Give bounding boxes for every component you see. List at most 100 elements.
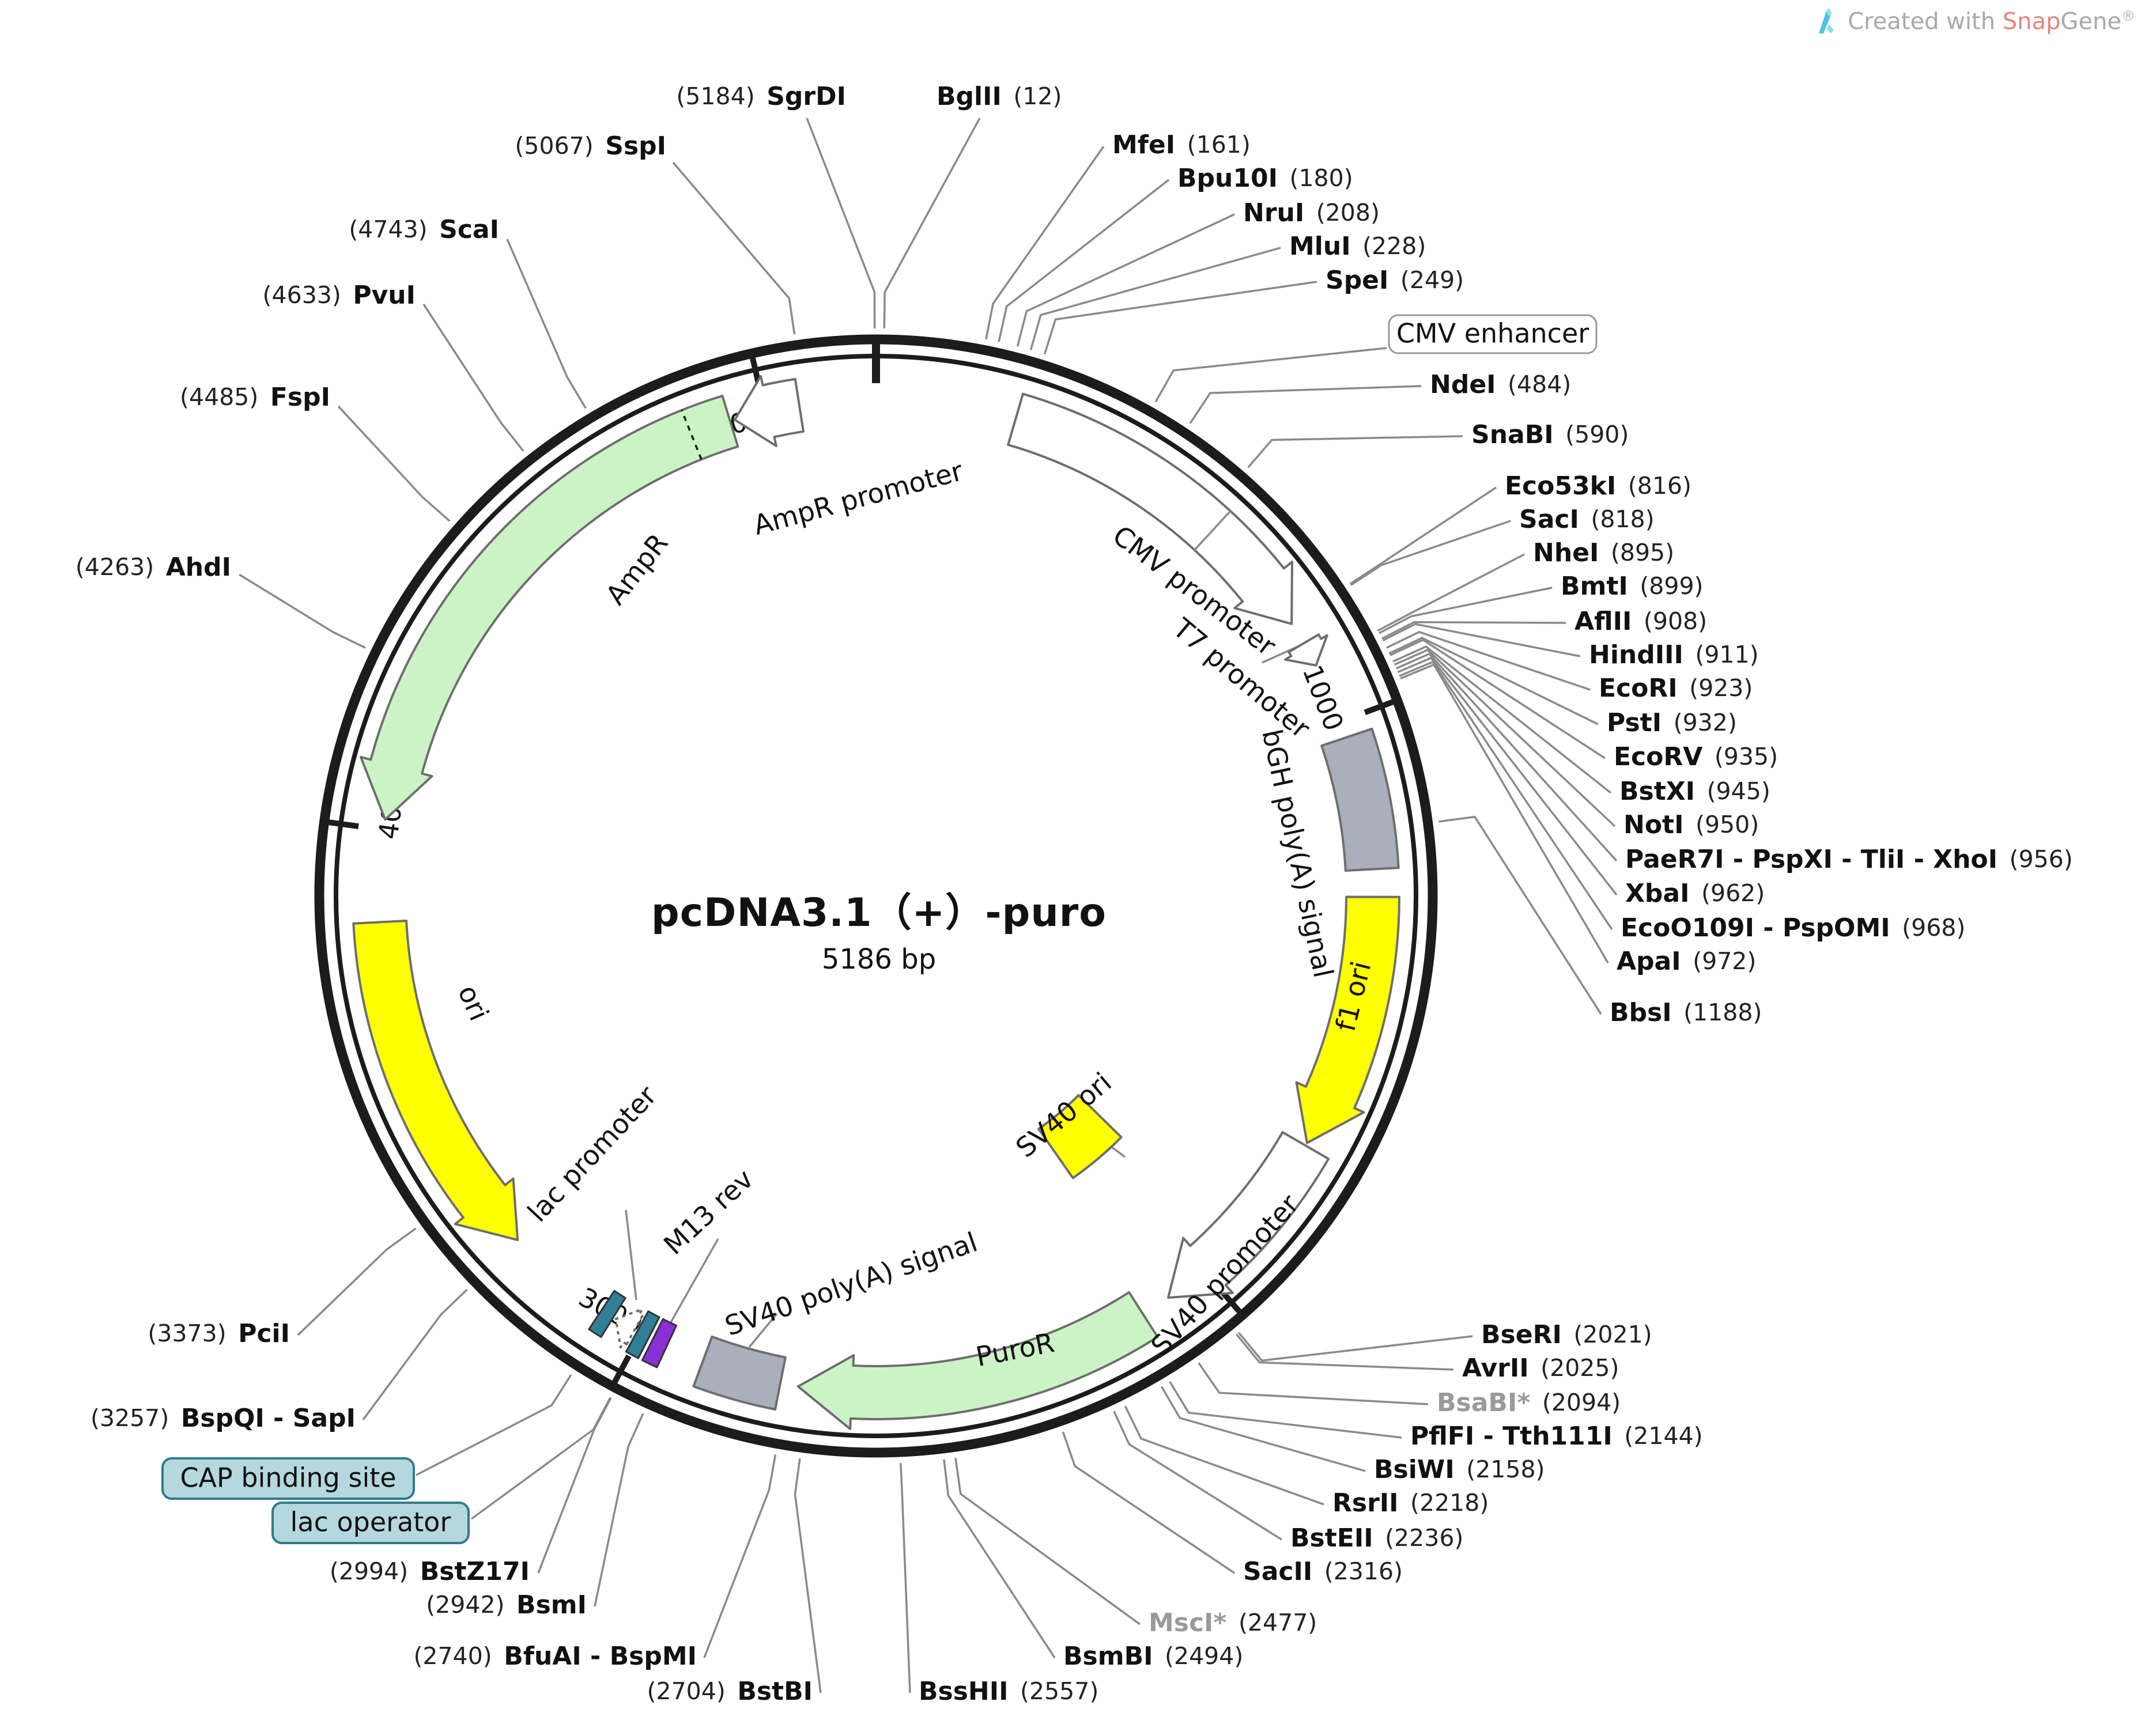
feature-lac-operator: [625, 1310, 660, 1359]
feature-t7-promoter: [1284, 633, 1328, 667]
leader-line-Bpu10I: [998, 179, 1170, 342]
leader-line-BfuAIBspMI: [703, 1454, 777, 1658]
boxed-label-text-lac-operator: lac operator: [290, 1507, 451, 1538]
leader-line-SacI: [1350, 520, 1511, 586]
enzyme-label-MluI: MluI (228): [1289, 232, 1426, 261]
leader-line-BsaBI: [1198, 1362, 1429, 1405]
leader-line-BspQISapI: [362, 1288, 468, 1421]
leader-line-RsrII: [1124, 1405, 1324, 1506]
feature-label-lac-promoter: lac promoter: [522, 1080, 663, 1228]
tick-1000: [1364, 697, 1399, 716]
leader-line-AvrII: [1236, 1333, 1454, 1371]
leader-line-FspI: [337, 405, 451, 522]
feature-label-AmpR-promoter: AmpR promoter: [750, 455, 967, 542]
enzyme-label-MscI: MscI* (2477): [1149, 1608, 1317, 1638]
feature-ampr: [360, 395, 739, 821]
enzyme-label-SpeI: SpeI (249): [1326, 266, 1464, 295]
feature-label-ori: ori: [451, 981, 494, 1026]
enzyme-label-ApaI: ApaI (972): [1617, 947, 1756, 976]
watermark-text: Created with SnapGene®: [1848, 7, 2135, 35]
boxed-label-text-cmv-enhancer: CMV enhancer: [1396, 318, 1589, 349]
enzyme-label-BstXI: BstXI (945): [1619, 777, 1770, 806]
enzyme-label-BstEII: BstEII (2236): [1290, 1523, 1463, 1553]
leader-line-PaeR7IPspXITliIXhoI: [1395, 652, 1618, 862]
feature-bgh-polya: [1320, 727, 1400, 872]
leader-line-BsiWI: [1160, 1386, 1366, 1472]
leader-line-ScaI: [506, 239, 587, 409]
enzyme-label-AhdI: (4263) AhdI: [75, 553, 231, 582]
leader-line-MfeI: [985, 145, 1105, 340]
enzyme-label-AflII: AflII (908): [1574, 607, 1707, 636]
feature-cap-binding-site: [588, 1290, 626, 1338]
leader-line-BstEII: [1113, 1411, 1282, 1541]
leader-line-BmtI: [1379, 587, 1553, 634]
enzyme-label-NdeI: NdeI (484): [1430, 370, 1571, 399]
leader-line-SspI: [672, 161, 796, 335]
leader-line-MluI: [1029, 247, 1281, 350]
leader-line-BglII: [883, 118, 981, 329]
feature-divider-cmv-enhancer-promoter: [1194, 510, 1232, 551]
tick-4000: [323, 819, 359, 830]
enzyme-label-PflFITth111I: PflFI - Tth111I (2144): [1410, 1421, 1703, 1451]
enzyme-label-NruI: NruI (208): [1243, 198, 1380, 228]
leader-line-cap-binding: [416, 1374, 572, 1476]
feature-label-SV40-poly-A-signal: SV40 poly(A) signal: [721, 1226, 981, 1342]
leader-line-NheI: [1377, 553, 1525, 632]
enzyme-label-SnaBI: SnaBI (590): [1471, 420, 1629, 449]
leader-line-ApaI: [1400, 663, 1609, 963]
feature-f1-ori: [1295, 895, 1400, 1144]
enzyme-label-Bpu10I: Bpu10I (180): [1177, 164, 1353, 193]
registered-mark: ®: [2121, 7, 2135, 24]
boxed-label-rect-lac-operator: [271, 1502, 470, 1544]
logo-stroke-tip: [1826, 8, 1833, 16]
brand-gene: Gene: [2060, 8, 2121, 35]
leader-line-BsmBI: [943, 1459, 1056, 1658]
enzyme-label-Eco53kI: Eco53kI (816): [1505, 471, 1691, 501]
leader-line-NruI: [1016, 213, 1235, 347]
feature-ampr-promoter: [733, 375, 805, 447]
annotation-line-2: [748, 1313, 778, 1348]
enzyme-label-BssHII: BssHII (2557): [919, 1677, 1098, 1706]
feature-cmv-enhancer-promoter: [1007, 392, 1293, 625]
enzyme-label-BglII: BglII (12): [937, 82, 1062, 111]
leader-line-AflII: [1381, 621, 1566, 640]
plasmid-title-block: pcDNA3.1（+）-puro 5186 bp: [651, 880, 1107, 976]
enzyme-label-ScaI: (4743) ScaI: [349, 215, 499, 244]
boxed-label-text-cap-binding: CAP binding site: [180, 1462, 396, 1494]
leader-line-BbsI: [1438, 815, 1602, 1015]
annotation-line-3: [667, 1238, 719, 1327]
enzyme-label-EcoRV: EcoRV (935): [1614, 742, 1778, 772]
enzyme-label-BsaBI: BsaBI* (2094): [1437, 1388, 1621, 1417]
enzyme-label-NotI: NotI (950): [1623, 810, 1759, 840]
leader-line-NdeI: [1189, 385, 1422, 424]
boxed-label-rect-cap-binding: [161, 1457, 415, 1500]
enzyme-label-HindIII: HindIII (911): [1589, 640, 1759, 670]
leader-line-PciI: [297, 1227, 417, 1336]
feature-label-M13-rev: M13 rev: [658, 1163, 760, 1261]
enzyme-label-PciI: (3373) PciI: [148, 1319, 290, 1348]
enzyme-label-BspQISapI: (3257) BspQI - SapI: [90, 1404, 356, 1433]
leader-line-PvuI: [422, 304, 524, 452]
enzyme-label-BsmI: (2942) BsmI: [426, 1590, 587, 1620]
enzyme-label-BseRI: BseRI (2021): [1481, 1320, 1652, 1349]
feature-sv40-ori: [1037, 1094, 1123, 1179]
feature-puror: [796, 1291, 1159, 1430]
snapgene-watermark: Created with SnapGene®: [1813, 7, 2135, 36]
leader-line-lac-operator: [470, 1397, 611, 1520]
leader-line-HindIII: [1382, 623, 1581, 657]
snapgene-logo-icon: [1819, 8, 1834, 33]
enzyme-label-BsmBI: BsmBI (2494): [1063, 1642, 1243, 1671]
logo-stroke-main: [1819, 9, 1832, 33]
leader-line-SnaBI: [1247, 435, 1463, 468]
tick-3000: [610, 1354, 632, 1388]
leader-line-PflFITth111I: [1169, 1381, 1402, 1439]
enzyme-label-NheI: NheI (895): [1533, 538, 1674, 568]
feature-ori: [352, 920, 519, 1241]
leader-line-NotI: [1394, 648, 1616, 827]
feature-m13-rev: [641, 1318, 678, 1368]
enzyme-label-BstZ17I: (2994) BstZ17I: [330, 1557, 530, 1586]
enzyme-label-PaeR7IPspXITliIXhoI: PaeR7I - PspXI - TliI - XhoI (956): [1625, 845, 2073, 874]
leader-line-EcoRI: [1386, 630, 1591, 691]
enzyme-label-SacII: SacII (2316): [1243, 1557, 1403, 1586]
